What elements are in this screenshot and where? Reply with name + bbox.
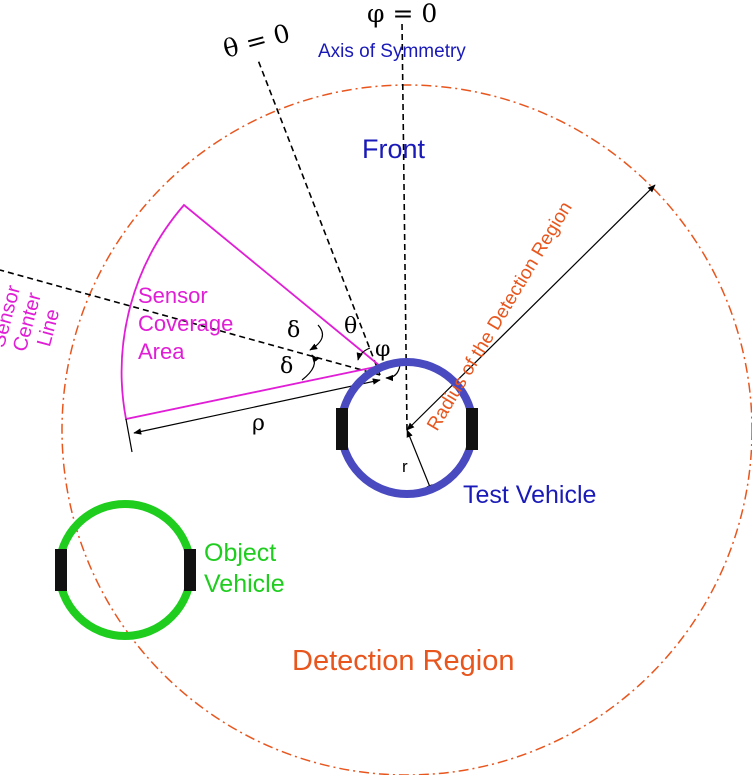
test-vehicle-right-wheel xyxy=(466,408,478,450)
test-vehicle-left-wheel xyxy=(336,408,348,450)
detection-region-label: Detection Region xyxy=(292,645,514,677)
object-vehicle-circle xyxy=(55,500,195,640)
r-label: r xyxy=(402,457,408,476)
object-vehicle-right-wheel xyxy=(184,549,196,591)
test-vehicle-label: Test Vehicle xyxy=(463,481,596,509)
rho-label: ρ xyxy=(252,411,265,436)
phi-label: φ xyxy=(375,337,390,362)
object-vehicle-label-line2: Vehicle xyxy=(204,570,285,598)
delta-arc-lower xyxy=(301,354,319,381)
object-vehicle-label-line1: Object xyxy=(204,539,276,567)
delta-lower-label: δ xyxy=(280,354,293,379)
object-vehicle-left-wheel xyxy=(55,549,67,591)
detection-region-circle xyxy=(61,84,752,775)
theta-label: θ xyxy=(344,314,357,339)
radius-of-detection-label: Radius of the Detection Region xyxy=(423,198,576,434)
axis-of-symmetry-label: Axis of Symmetry xyxy=(318,41,466,62)
delta-arc-upper xyxy=(309,324,324,351)
rho-dimension-arrow xyxy=(133,378,381,435)
phi-arc xyxy=(385,364,401,382)
sensor-center-line-label: Sensor Center Line xyxy=(0,283,64,354)
sensor-coverage-label-line2: Coverage xyxy=(138,311,233,336)
theta-arc xyxy=(356,347,371,361)
delta-upper-label: δ xyxy=(287,318,300,343)
axis-of-symmetry-line xyxy=(401,21,408,431)
front-label: Front xyxy=(362,134,426,164)
vehicle-radius-arrow xyxy=(406,429,433,493)
detection-radius-arrow xyxy=(406,184,656,431)
sensor-coverage-label-line1: Sensor xyxy=(138,283,208,308)
rho-extension-line xyxy=(125,418,133,453)
theta-zero-label: θ = 0 xyxy=(220,18,293,64)
sensor-coverage-area-sector xyxy=(120,203,383,421)
theta-zero-axis-line xyxy=(257,59,381,376)
sensor-coverage-label-line3: Area xyxy=(138,339,185,364)
phi-zero-label: φ = 0 xyxy=(367,0,437,28)
